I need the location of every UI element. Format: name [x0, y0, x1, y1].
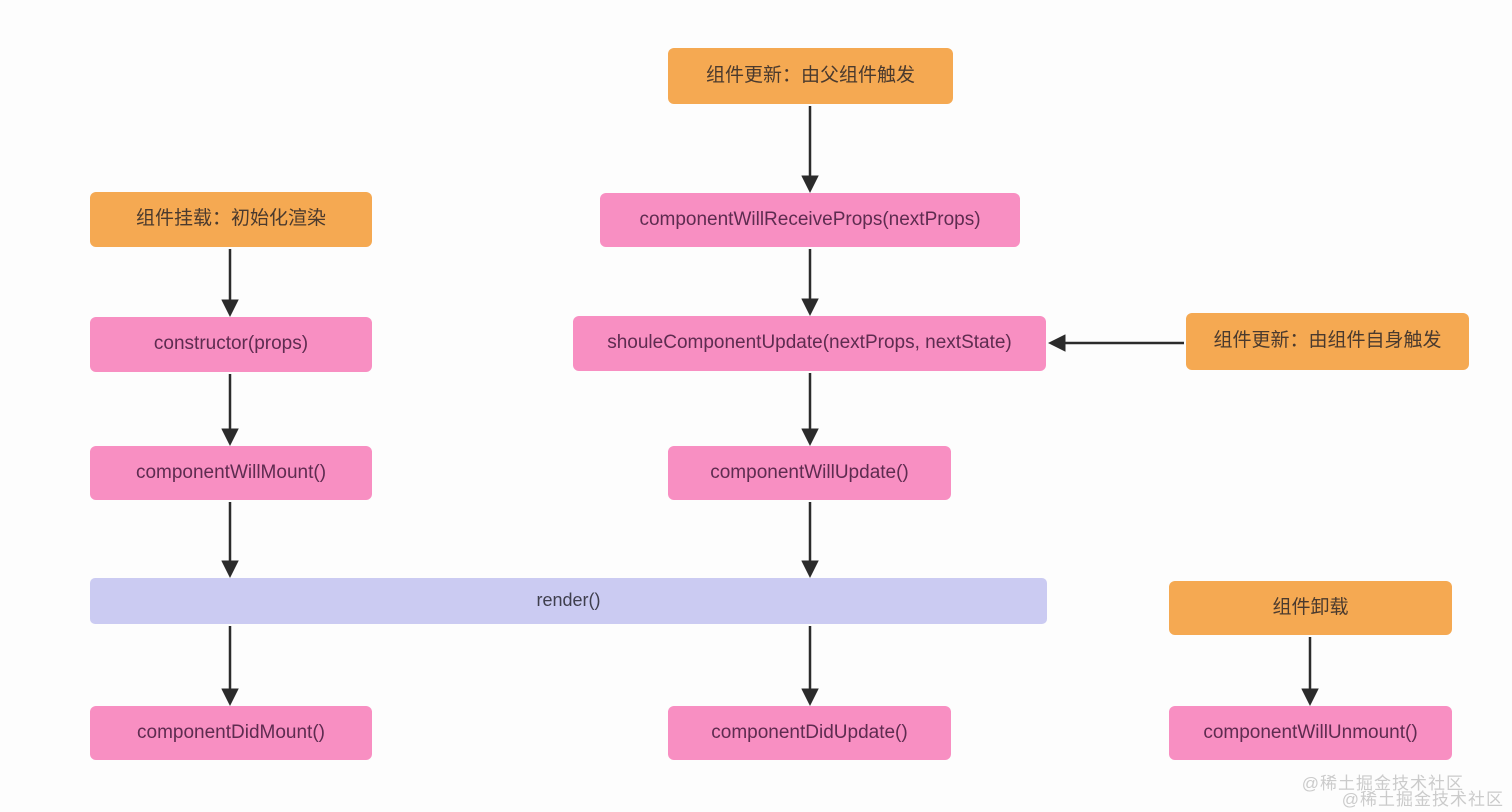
node-label: componentWillUpdate() [710, 461, 909, 483]
watermark-text: @稀土掘金技术社区 [1301, 774, 1464, 793]
node-label: shouleComponentUpdate(nextProps, nextSta… [607, 332, 1012, 354]
node-label: componentDidMount() [137, 721, 325, 743]
node-component-will-update: componentWillUpdate() [668, 446, 951, 500]
node-label: componentWillReceiveProps(nextProps) [639, 208, 981, 230]
node-unmount: 组件卸载 [1169, 581, 1452, 635]
node-label: constructor(props) [153, 333, 309, 355]
node-component-will-receive-props: componentWillReceiveProps(nextProps) [600, 193, 1020, 247]
watermark-text: @稀土掘金技术社区 [1341, 790, 1504, 809]
node-label: componentDidUpdate() [711, 721, 908, 743]
node-label: 组件更新：由父组件触发 [705, 64, 915, 86]
node-label: 组件卸载 [1272, 596, 1349, 618]
node-update-by-self: 组件更新：由组件自身触发 [1186, 313, 1469, 370]
node-render: render() [90, 578, 1047, 624]
node-update-by-parent: 组件更新：由父组件触发 [668, 48, 953, 104]
node-label: 组件挂载：初始化渲染 [135, 208, 326, 230]
node-shoule-component-update: shouleComponentUpdate(nextProps, nextSta… [573, 316, 1046, 371]
node-label: componentWillUnmount() [1203, 721, 1418, 743]
node-component-will-mount: componentWillMount() [90, 446, 372, 500]
node-component-did-mount: componentDidMount() [90, 706, 372, 760]
node-component-did-update: componentDidUpdate() [668, 706, 951, 760]
node-constructor: constructor(props) [90, 317, 372, 372]
node-component-will-unmount: componentWillUnmount() [1169, 706, 1452, 760]
node-mount-initial-render: 组件挂载：初始化渲染 [90, 192, 372, 247]
node-label: componentWillMount() [135, 461, 327, 483]
node-label: 组件更新：由组件自身触发 [1213, 330, 1442, 352]
node-label: render() [536, 590, 601, 611]
